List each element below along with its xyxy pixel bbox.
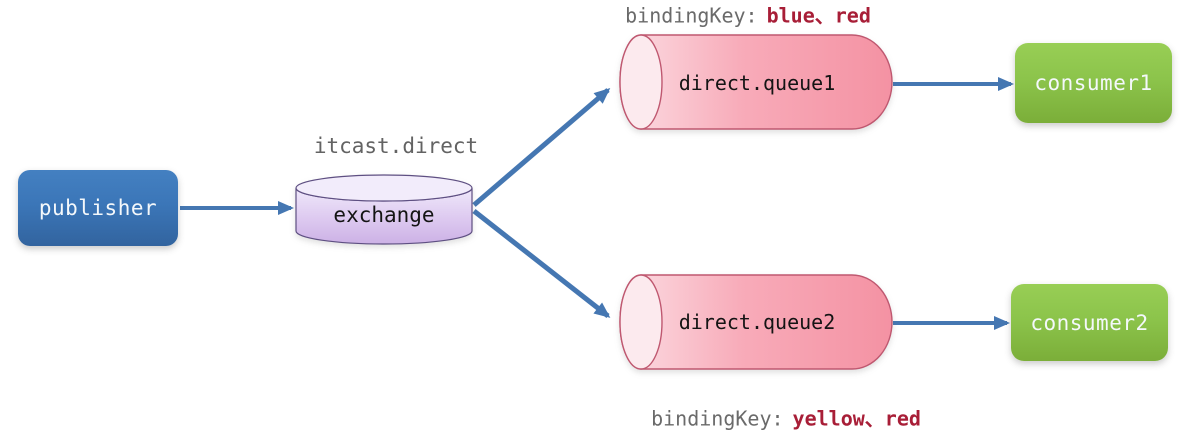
queue2-label: direct.queue2 — [678, 310, 836, 334]
binding-key-prefix: bindingKey: — [651, 406, 784, 431]
consumer2-label: consumer2 — [1030, 310, 1149, 335]
exchange-cylinder-top — [295, 174, 473, 202]
exchange-label: exchange — [333, 203, 435, 227]
queue2-cylinder — [619, 274, 893, 370]
publisher-label: publisher — [38, 196, 158, 220]
binding-key-values: blue、red — [766, 3, 871, 28]
queue1-cylinder-rim — [619, 34, 663, 130]
exchange-name-label: itcast.direct — [313, 134, 479, 158]
consumer1-label: consumer1 — [1034, 71, 1153, 95]
queue1-cylinder — [619, 34, 893, 130]
binding-key-prefix: bindingKey: — [625, 3, 758, 28]
arrow-exchange-to-queue2 — [472, 209, 611, 318]
consumer1-node: consumer1 — [1015, 43, 1172, 123]
queue1-binding-key-annotation: bindingKey: blue、red — [625, 0, 871, 29]
queue2-binding-key-annotation: bindingKey: yellow、red — [651, 403, 921, 432]
queue2-cylinder-rim — [619, 274, 663, 370]
binding-key-values: yellow、red — [792, 406, 921, 431]
arrow-exchange-to-queue1 — [472, 88, 611, 207]
publisher-node: publisher — [18, 170, 178, 246]
consumer2-node: consumer2 — [1011, 284, 1168, 361]
queue1-label: direct.queue1 — [678, 71, 836, 95]
exchange-cylinder — [295, 174, 473, 245]
